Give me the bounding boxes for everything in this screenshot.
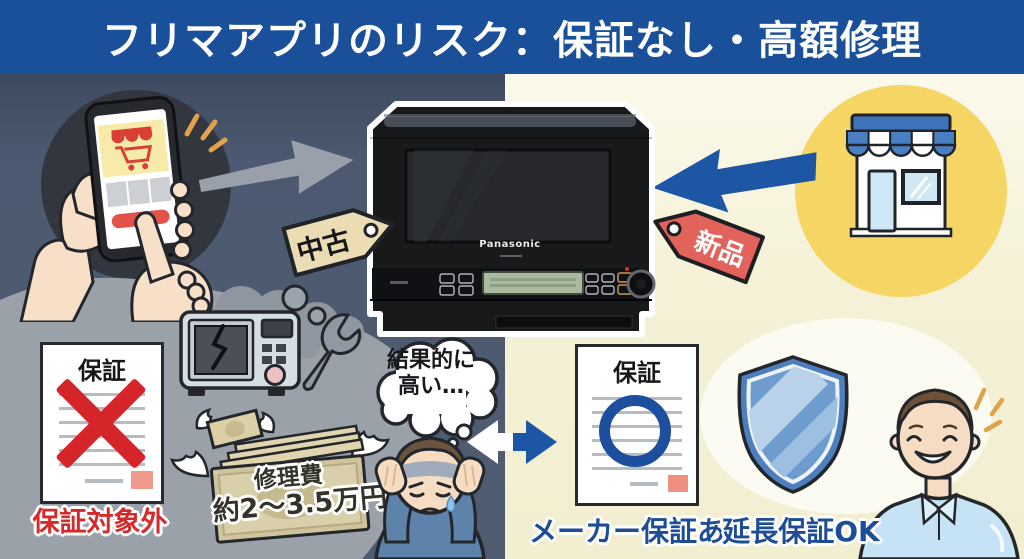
sparkle-icon [973,387,1005,433]
stamp-icon [131,471,153,489]
microwave-model-text [500,255,522,257]
maker-warranty-caption: メーカー保証あり [528,515,753,548]
warranty-title: 保証 [78,357,126,385]
page-title: フリマアプリのリスク：保証なし・高額修理 [102,18,922,64]
money-stack: 修理費 約2〜3.5万円 [200,423,388,549]
smartphone-shopping-icon [19,95,228,322]
warranty-title: 保証 [613,359,661,387]
happy-person [858,387,1020,559]
price-tag-new: 新品 [635,190,770,290]
thought-text-line1: 結果的に [386,348,475,373]
extended-warranty-caption: 延長保証OK [722,515,880,548]
thought-text: 結果的に 高い… [372,348,490,400]
sparkle-icon [184,113,228,153]
flying-money-icon [195,408,276,450]
broken-microwave-icon [179,310,301,396]
stamp-icon [668,475,688,492]
store-icon [845,113,957,238]
warranty-doc-rejected: 保証 [40,342,164,504]
signature-line [630,482,658,486]
thought-text-line2: 高い… [397,374,464,399]
title-banner: フリマアプリのリスク：保証なし・高額修理 [0,0,1024,74]
shield-icon [737,355,849,494]
arrow-right-icon [198,140,354,194]
signature-line [85,479,123,483]
no-warranty-caption: 保証対象外 [32,507,168,538]
microwave-brand: Panasonic [479,239,541,250]
arrow-left-icon [652,148,817,213]
distressed-person [374,436,486,559]
blue-circle-icon [599,395,671,467]
microwave-product [367,101,656,337]
price-tag-used: 中古 [276,193,407,282]
warranty-doc-approved: 保証 [575,344,699,506]
money-wing-left [170,450,210,478]
wrench-icon [302,313,362,391]
double-arrow-icon [467,420,557,464]
